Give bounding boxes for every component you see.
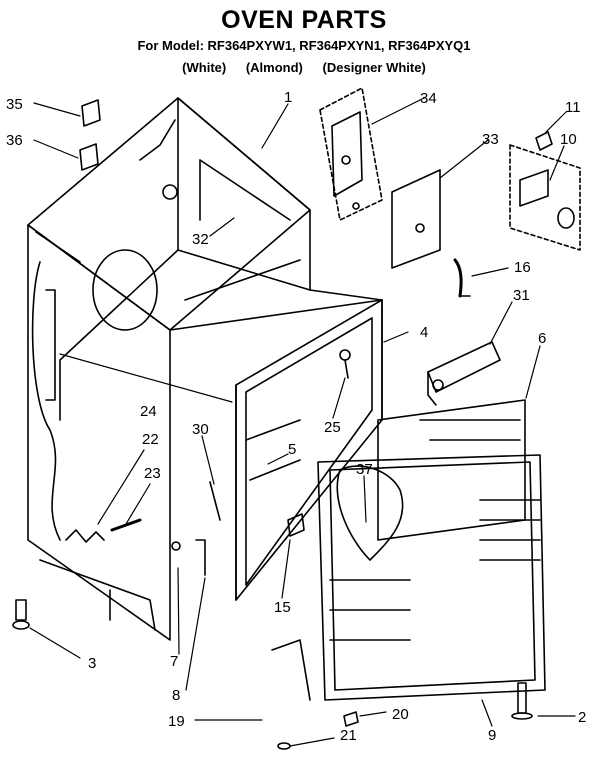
callout-19: 19 bbox=[168, 713, 185, 730]
callout-23: 23 bbox=[144, 465, 161, 482]
callout-7: 7 bbox=[170, 653, 178, 670]
callout-16: 16 bbox=[514, 259, 531, 276]
callout-31: 31 bbox=[513, 287, 530, 304]
bracket-assembly-part bbox=[319, 87, 383, 221]
burner-bracket-part bbox=[336, 465, 404, 561]
oven-cavity-part bbox=[27, 97, 383, 641]
wire-harness-part bbox=[31, 261, 61, 541]
callout-6: 6 bbox=[538, 330, 546, 347]
callout-9: 9 bbox=[488, 727, 496, 744]
diagram-title: OVEN PARTS bbox=[221, 6, 387, 34]
callout-32: 32 bbox=[192, 231, 209, 248]
callout-5: 5 bbox=[288, 441, 296, 458]
igniter-part bbox=[427, 341, 501, 406]
callout-35: 35 bbox=[6, 96, 23, 113]
callout-1: 1 bbox=[284, 89, 292, 106]
callout-21: 21 bbox=[340, 727, 357, 744]
callout-37: 37 bbox=[356, 461, 373, 478]
callout-10: 10 bbox=[560, 131, 577, 148]
callout-34: 34 bbox=[420, 90, 437, 107]
callout-8: 8 bbox=[172, 687, 180, 704]
callout-15: 15 bbox=[274, 599, 291, 616]
shield-panel-part bbox=[391, 169, 471, 298]
callout-4: 4 bbox=[420, 324, 428, 341]
variant-almond: (Almond) bbox=[245, 60, 303, 75]
rack-assembly-part bbox=[317, 399, 546, 701]
callout-36: 36 bbox=[6, 132, 23, 149]
valve-assembly-part bbox=[509, 131, 581, 251]
front-frame-part bbox=[235, 299, 383, 601]
callout-25: 25 bbox=[324, 419, 341, 436]
callout-3: 3 bbox=[88, 655, 96, 672]
callout-11: 11 bbox=[565, 99, 581, 116]
callout-24: 24 bbox=[140, 403, 157, 420]
clip-parts bbox=[79, 99, 101, 171]
callout-22: 22 bbox=[142, 431, 159, 448]
callout-30: 30 bbox=[192, 421, 209, 438]
callout-20: 20 bbox=[392, 706, 409, 723]
model-line: For Model: RF364PXYW1, RF364PXYN1, RF364… bbox=[137, 38, 471, 53]
hardware-parts bbox=[12, 349, 533, 750]
callout-33: 33 bbox=[482, 131, 499, 148]
variant-designer-white: (Designer White) bbox=[322, 60, 426, 75]
callout-2: 2 bbox=[578, 709, 586, 726]
callout-leaders bbox=[29, 97, 576, 747]
variant-line: (White) (Almond) (Designer White) bbox=[0, 60, 608, 75]
variant-white: (White) bbox=[182, 60, 227, 75]
